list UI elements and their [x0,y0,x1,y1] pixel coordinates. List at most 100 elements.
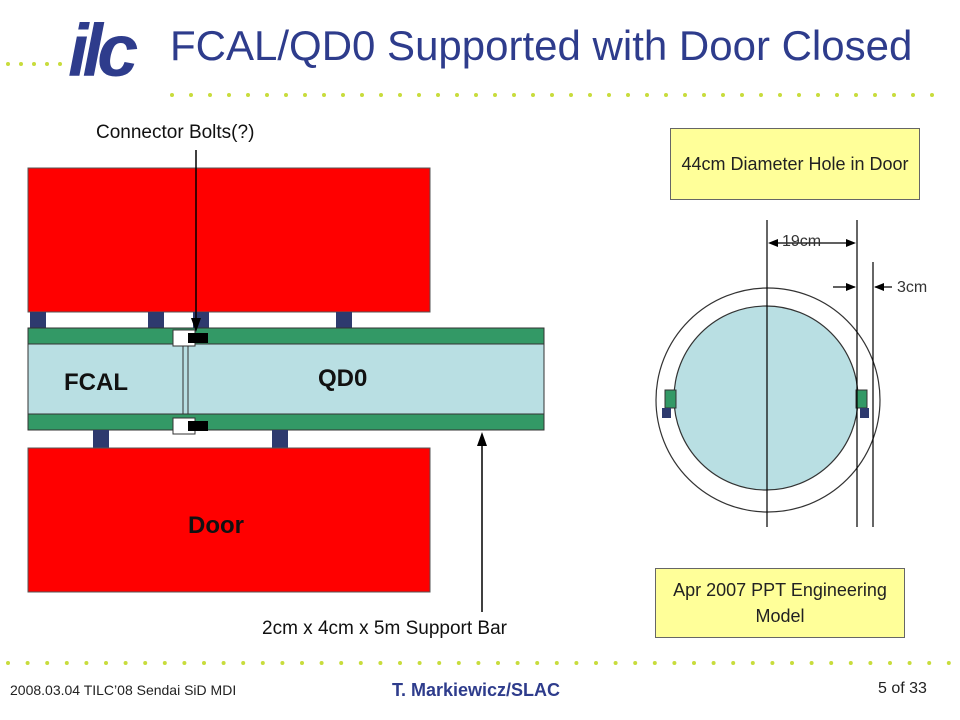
decorative-dot [721,93,725,97]
decorative-dot [607,93,611,97]
decorative-dot [731,661,736,665]
decorative-dot [221,661,226,665]
decorative-dot [182,661,187,665]
decorative-dot [303,93,307,97]
decorative-dot [930,93,934,97]
decorative-dot [265,93,269,97]
decorative-dot [84,661,89,665]
decorative-dot [797,93,801,97]
decorative-dot [512,93,516,97]
decorative-dot [652,661,657,665]
decorative-dot [848,661,853,665]
decorative-dot [246,93,250,97]
decorative-dot [64,661,69,665]
decorative-dot [358,661,363,665]
decorative-dot [740,93,744,97]
decorative-dot [456,661,461,665]
decorative-dot [6,62,10,66]
decorative-dot [58,62,62,66]
decorative-dot [19,62,23,66]
decorative-dot [189,93,193,97]
magnet-body [27,343,545,415]
decorative-dot [770,661,775,665]
decorative-dot [535,661,540,665]
door-label: Door [188,512,244,539]
upper-door-block [27,167,431,313]
decorative-dot [284,93,288,97]
fcal-label: FCAL [64,369,128,396]
decorative-dot [574,661,579,665]
support-bar-label: 2cm x 4cm x 5m Support Bar [262,618,507,639]
decorative-dot [835,93,839,97]
decorative-dot [554,661,559,665]
magnet-cross-section [673,305,859,491]
ilc-logo: ilc [68,9,138,92]
decorative-dot [322,93,326,97]
decorative-dot [550,93,554,97]
decorative-dot [227,93,231,97]
decorative-dot [645,93,649,97]
decorative-dot [437,661,442,665]
decorative-dot [339,661,344,665]
decorative-dot [911,93,915,97]
footer-author: T. Markiewicz/SLAC [392,680,561,700]
decorative-dot [816,93,820,97]
decorative-dot [45,62,49,66]
decorative-dot [319,661,324,665]
decorative-dot [569,93,573,97]
decorative-dot [45,661,50,665]
decorative-dot [927,661,932,665]
decorative-dot [260,661,265,665]
decorative-dot [6,661,10,665]
decorative-dot [162,661,167,665]
decorative-dot [626,93,630,97]
decorative-dot [531,93,535,97]
decorative-dot [683,93,687,97]
connector-label: Connector Bolts(?) [96,122,255,143]
decorative-dot [711,661,716,665]
decorative-dot [692,661,696,665]
decorative-dot [25,661,30,665]
decorative-dot [664,93,668,97]
hole-callout: 44cm Diameter Hole in Door [670,128,920,200]
decorative-dot [474,93,478,97]
pad [336,312,352,328]
decorative-dot [907,661,912,665]
decorative-dot [778,93,782,97]
decorative-dot [398,93,402,97]
decorative-dot [341,93,345,97]
pad [93,430,109,448]
decorative-dot [170,93,174,97]
left-bar-section [664,389,677,409]
decorative-dot [594,661,598,665]
decorative-dot [633,661,638,665]
decorative-dot [398,661,402,665]
decorative-dot [378,661,383,665]
decorative-dot [892,93,896,97]
model-callout: Apr 2007 PPT Engineering Model [655,568,905,638]
decorative-dot [379,93,383,97]
pad [272,430,288,448]
decorative-dot [868,661,873,665]
decorative-dot [888,661,892,665]
decorative-dot [809,661,814,665]
decorative-dot [417,93,421,97]
pad [30,312,46,328]
decorative-dot [300,661,304,665]
decorative-dot [360,93,364,97]
decorative-dot [417,661,422,665]
decorative-dot [829,661,834,665]
footer-date: 2008.03.04 TILC’08 Sendai SiD MDI [10,682,237,698]
decorative-dot [790,661,794,665]
decorative-dot [476,661,481,665]
decorative-dot [123,661,128,665]
decorative-dot [143,661,148,665]
decorative-dot [493,93,497,97]
decorative-dot [202,661,206,665]
decorative-dot [702,93,706,97]
decorative-dot [672,661,677,665]
upper-support-bar [27,327,545,345]
right-bar-section [855,389,868,409]
